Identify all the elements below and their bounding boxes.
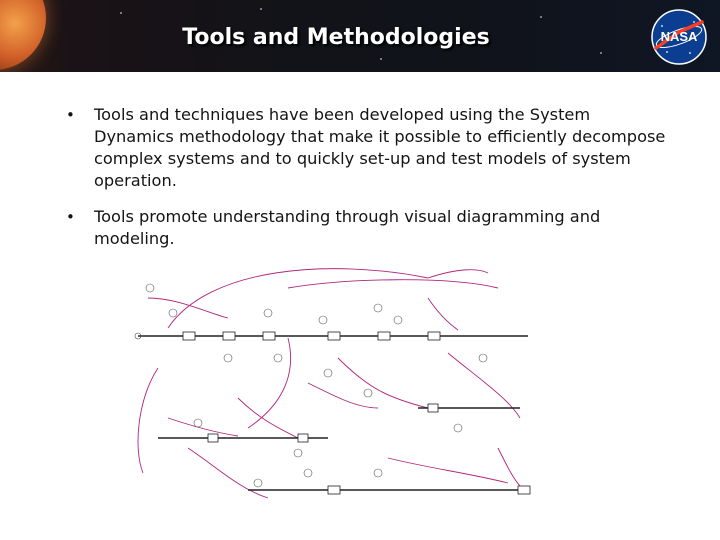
- nasa-logo-text: NASA: [661, 29, 698, 44]
- system-dynamics-diagram: [134, 268, 531, 499]
- slide-header: Tools and Methodologies NASA: [0, 0, 720, 72]
- star: [260, 8, 262, 10]
- bullet-list: • Tools and techniques have been develop…: [60, 104, 675, 264]
- diagram-variable: [145, 283, 155, 293]
- diagram-link: [167, 268, 429, 329]
- bullet-text: Tools promote understanding through visu…: [94, 207, 601, 248]
- star: [120, 12, 122, 14]
- nasa-logo-icon: NASA: [651, 9, 707, 65]
- diagram-stock: [182, 331, 196, 341]
- star: [540, 16, 542, 18]
- slide-title: Tools and Methodologies: [182, 25, 490, 50]
- bullet-item: • Tools and techniques have been develop…: [60, 104, 675, 192]
- bullet-dot: •: [66, 106, 75, 124]
- bullet-dot: •: [66, 208, 75, 226]
- star: [380, 58, 382, 60]
- bullet-item: • Tools promote understanding through vi…: [60, 206, 675, 250]
- bullet-text: Tools and techniques have been developed…: [94, 105, 666, 190]
- star: [600, 52, 602, 54]
